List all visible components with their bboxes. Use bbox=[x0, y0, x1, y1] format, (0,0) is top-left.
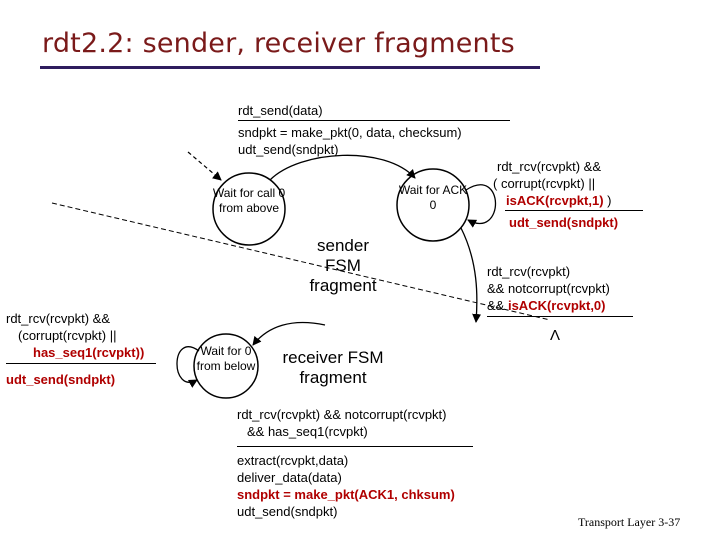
retransmit-action: udt_send(sndpkt) bbox=[509, 215, 619, 230]
retransmit-event-1: rdt_rcv(rcvpkt) && bbox=[497, 159, 602, 174]
retransmit-close: ) bbox=[603, 193, 612, 208]
ack-event-1: rdt_rcv(rcvpkt) bbox=[487, 264, 571, 279]
dup-action: udt_send(sndpkt) bbox=[6, 372, 116, 387]
title-underline bbox=[40, 66, 540, 69]
slide-title: rdt2.2: sender, receiver fragments bbox=[42, 28, 515, 59]
deliver-action-2: deliver_data(data) bbox=[237, 470, 342, 485]
incoming-arrow bbox=[187, 151, 222, 181]
deliver-action-3: sndpkt = make_pkt(ACK1, chksum) bbox=[237, 487, 455, 502]
send-event: rdt_send(data) bbox=[238, 103, 323, 118]
ack-event-3: && isACK(rcvpkt,0) bbox=[487, 297, 606, 314]
retransmit-event-2: ( corrupt(rcvpkt) || bbox=[493, 176, 596, 191]
state-wait-ack-0 bbox=[396, 168, 470, 242]
arrow-dup-loop bbox=[176, 346, 200, 388]
dup-event-1: rdt_rcv(rcvpkt) && bbox=[6, 311, 111, 326]
state-wait-0-below bbox=[193, 333, 259, 399]
ack-isack-0: isACK(rcvpkt,0) bbox=[507, 298, 606, 313]
lambda-action: Λ bbox=[550, 327, 561, 344]
dup-rule bbox=[6, 363, 156, 364]
dup-event-3: has_seq1(rcvpkt)) bbox=[33, 345, 145, 360]
send-rule bbox=[238, 120, 510, 121]
arrow-send bbox=[269, 154, 416, 181]
send-action-1: sndpkt = make_pkt(0, data, checksum) bbox=[238, 125, 462, 140]
deliver-event-1: rdt_rcv(rcvpkt) && notcorrupt(rcvpkt) bbox=[237, 407, 447, 422]
state-wait-call-0 bbox=[212, 172, 286, 246]
arrow-deliver bbox=[252, 321, 326, 346]
send-action-2: udt_send(sndpkt) bbox=[238, 142, 339, 157]
receiver-fragment-label: receiver FSM fragment bbox=[282, 348, 384, 387]
ack-rule bbox=[487, 316, 633, 317]
ack-prefix: && bbox=[487, 298, 508, 313]
slide-footer: Transport Layer 3-37 bbox=[578, 515, 681, 529]
arrow-ack bbox=[460, 227, 482, 323]
deliver-event-2: && has_seq1(rcvpkt) bbox=[247, 424, 368, 439]
deliver-action-1: extract(rcvpkt,data) bbox=[237, 453, 349, 468]
retransmit-isack-1: isACK(rcvpkt,1) bbox=[506, 193, 604, 208]
dup-event-2: (corrupt(rcvpkt) || bbox=[18, 328, 117, 343]
arrow-retransmit-loop bbox=[465, 184, 497, 228]
deliver-rule bbox=[237, 446, 473, 447]
sender-fragment-label: sender FSM fragment bbox=[309, 236, 377, 295]
fsm-divider bbox=[51, 202, 551, 321]
deliver-action-4: udt_send(sndpkt) bbox=[237, 504, 338, 519]
ack-event-2: && notcorrupt(rcvpkt) bbox=[487, 281, 610, 296]
state-label-wait-0-below: Wait for 0 from below bbox=[196, 344, 256, 373]
retransmit-event-3: isACK(rcvpkt,1) ) bbox=[506, 192, 611, 209]
state-label-wait-ack: Wait for ACK 0 bbox=[398, 183, 468, 212]
state-label-wait-call: Wait for call 0 from above bbox=[212, 186, 286, 215]
retransmit-rule bbox=[505, 210, 643, 211]
